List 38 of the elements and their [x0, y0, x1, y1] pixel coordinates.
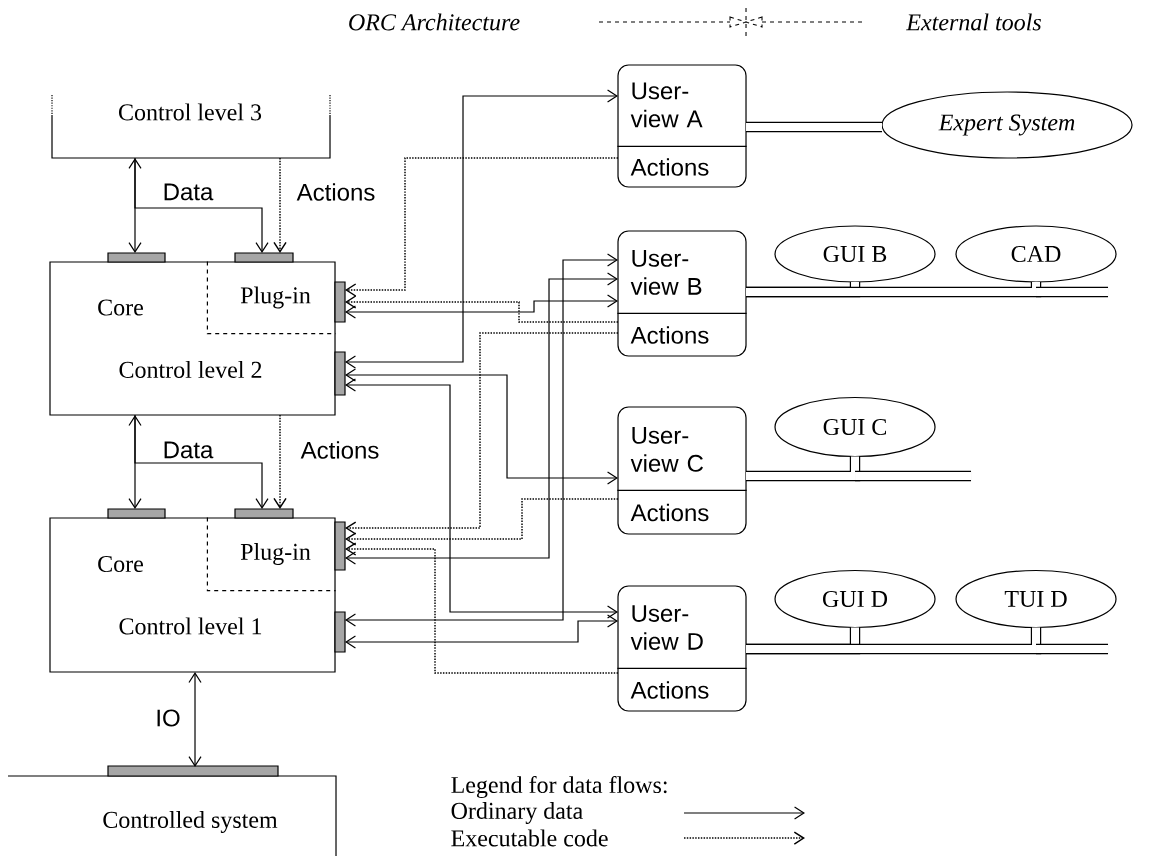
arrow: [345, 542, 619, 674]
arrow: [345, 378, 618, 619]
arrow: [128, 415, 142, 509]
arrow: [273, 414, 287, 509]
edge-label: Data: [161, 440, 215, 460]
legend-title: Legend for data flows:: [451, 775, 667, 799]
edge-label: Actions: [295, 181, 377, 203]
arrow: [345, 89, 618, 369]
arrow: [273, 157, 287, 253]
heading: External tools: [906, 13, 1041, 31]
legend-text: Executable code: [451, 829, 608, 847]
control-box: Control level 3: [51, 94, 331, 159]
bus-line: [746, 627, 1042, 655]
actions-compartment: Actions: [616, 312, 748, 344]
legend-text: Ordinary data: [451, 802, 583, 824]
arrow: [128, 158, 142, 253]
heading: ORC Architecture: [349, 13, 520, 31]
arrow: [134, 157, 269, 253]
bus-line: [746, 282, 1042, 298]
arrow: [345, 368, 618, 485]
arrow: [345, 332, 619, 535]
edge-label: Actions: [299, 439, 381, 461]
actions-compartment: Actions: [616, 667, 748, 699]
arrow: [345, 157, 619, 297]
edge-label: Data: [161, 182, 215, 202]
arrow: [134, 414, 269, 509]
edge-label: IO: [154, 708, 182, 728]
plug-in-area: Plug-in: [206, 260, 337, 335]
bus-line: [746, 121, 882, 133]
actions-compartment: Actions: [616, 489, 748, 522]
bus-line: [746, 456, 861, 482]
arrow: [345, 614, 618, 649]
arrow: [345, 272, 618, 565]
actions-compartment: Actions: [616, 145, 748, 176]
arrow: [345, 498, 619, 546]
plug-in-area: Plug-in: [206, 516, 337, 592]
arrow: [345, 253, 618, 627]
arrow: [188, 672, 202, 767]
